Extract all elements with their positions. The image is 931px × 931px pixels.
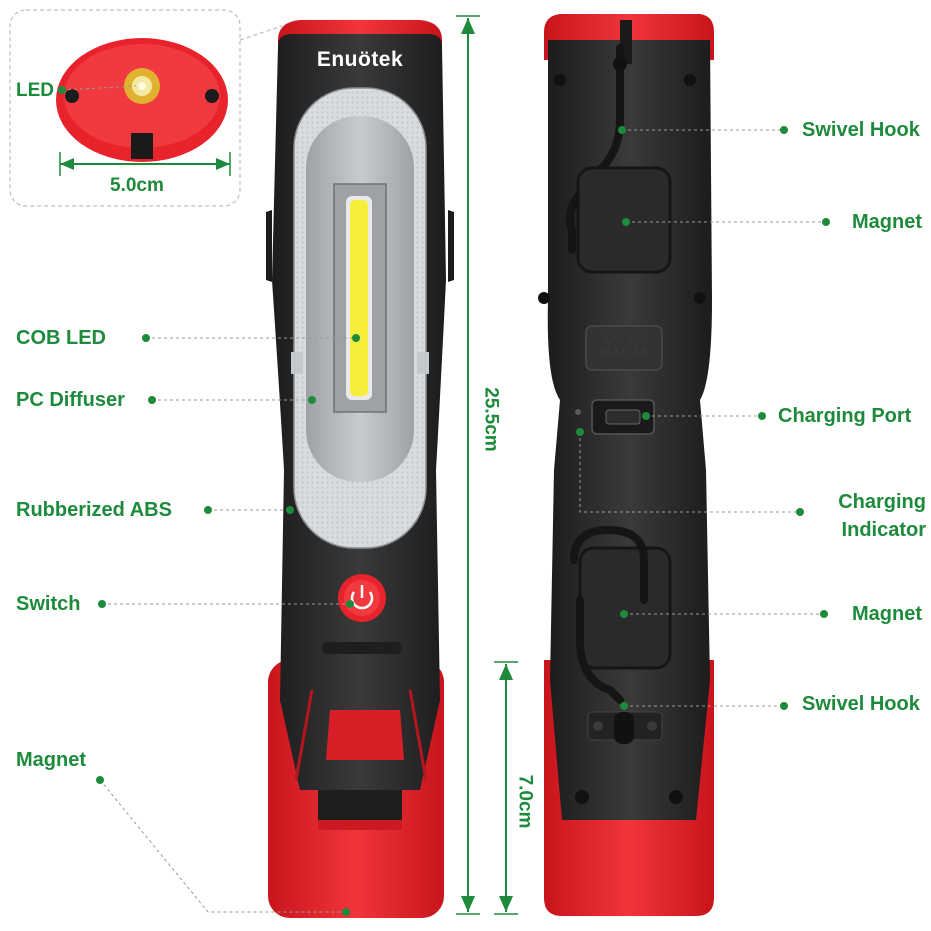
- back-view: [538, 14, 714, 916]
- led-label: LED: [16, 80, 54, 101]
- front-callout-dots: [96, 334, 360, 916]
- cob-led-label: COB LED: [16, 327, 106, 349]
- rubberized-abs-label: Rubberized ABS: [16, 499, 172, 521]
- back-callout-dots: [576, 126, 830, 710]
- base-dimension: [494, 661, 518, 915]
- led-inset: [9, 9, 283, 207]
- charging-indicator-label-line1: Charging: [838, 491, 926, 513]
- charging-port-label: Charging Port: [778, 405, 912, 427]
- front-magnet-label: Magnet: [16, 749, 86, 771]
- front-view: [266, 20, 454, 918]
- magnet-top-label: Magnet: [852, 211, 922, 233]
- length-dimension-label: 25.5cm: [480, 387, 502, 452]
- switch-label: Switch: [16, 593, 81, 615]
- port-embossing-line1: DC 5V: [605, 331, 643, 345]
- brand-logo: Enuötek: [316, 48, 404, 71]
- front-callouts: [99, 337, 356, 913]
- port-embossing-line2: MAX 2A: [600, 344, 648, 359]
- back-callouts: [579, 129, 826, 707]
- swivel-hook-bottom-label: Swivel Hook: [802, 693, 920, 715]
- swivel-hook-top-label: Swivel Hook: [802, 119, 920, 141]
- length-dimension: [456, 15, 480, 915]
- port-embossing: DC 5V MAX 2A: [586, 331, 662, 359]
- base-dimension-label: 7.0cm: [514, 774, 536, 829]
- charging-indicator-label-line2: Indicator: [841, 519, 926, 541]
- inset-width-label: 5.0cm: [110, 175, 164, 196]
- pc-diffuser-label: PC Diffuser: [16, 389, 125, 411]
- magnet-bottom-label: Magnet: [852, 603, 922, 625]
